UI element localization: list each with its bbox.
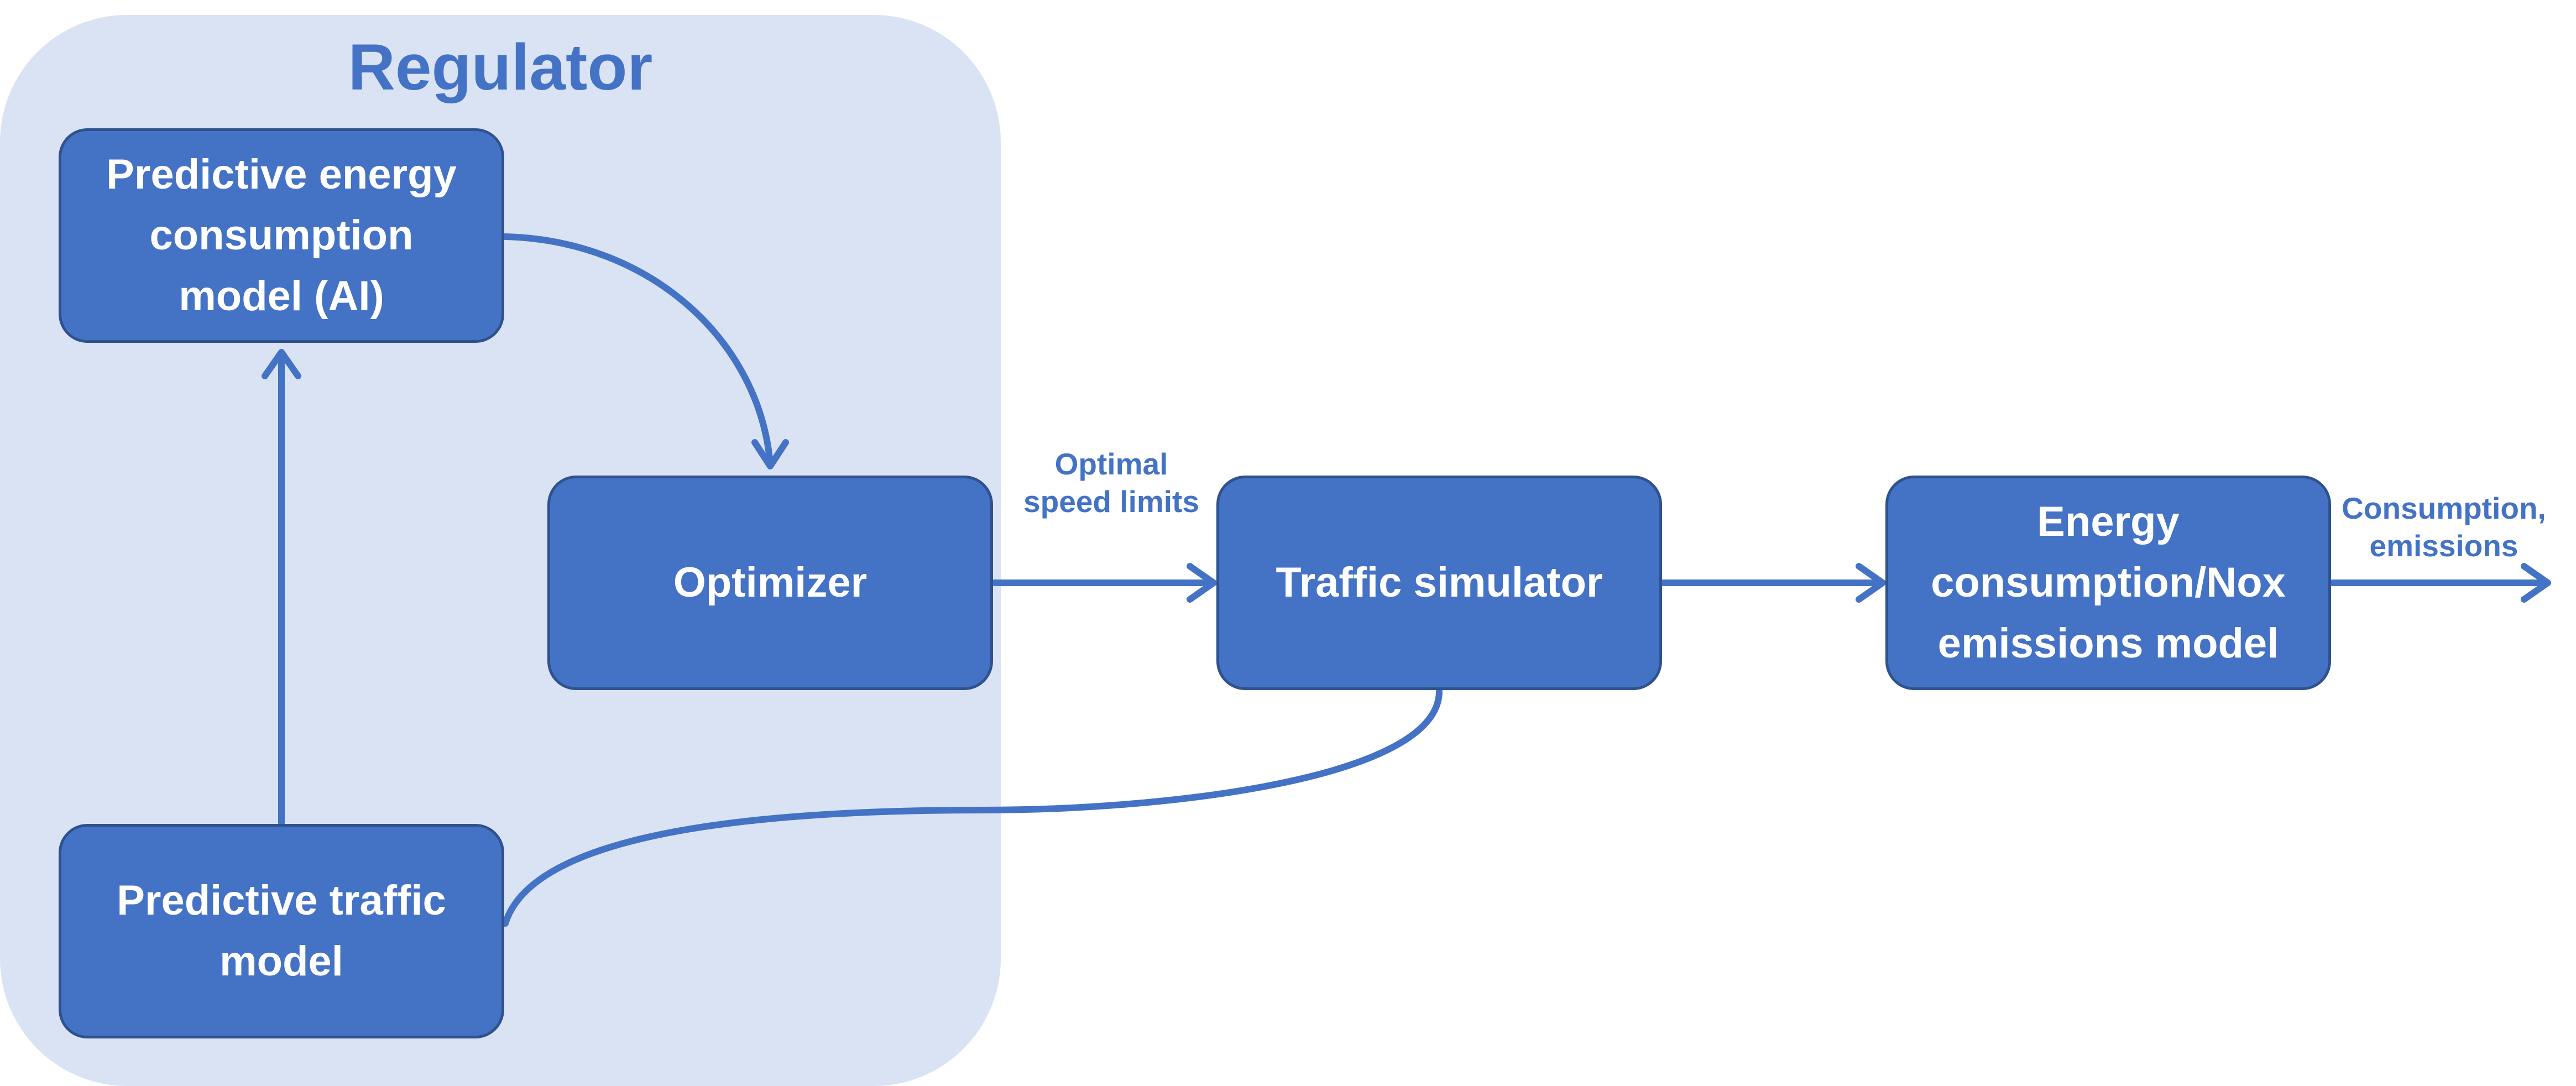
predictive-energy-model-label: Predictive energy consumption model (AI) xyxy=(106,151,457,320)
arrowhead-output xyxy=(2521,563,2551,603)
optimal-speed-limits-label: Optimal speed limits xyxy=(1023,447,1199,519)
consumption-emissions-label: Consumption, emissions xyxy=(2342,491,2546,563)
optimizer-node: Optimizer xyxy=(547,476,993,690)
optimizer-label: Optimizer xyxy=(673,559,868,606)
emissions-model-node: Energy consumption/Nox emissions model xyxy=(1885,476,2331,690)
predictive-traffic-model-label: Predictive traffic model xyxy=(117,877,446,985)
arrowhead-emissions xyxy=(1856,563,1886,603)
edge-energy-to-optimizer xyxy=(502,233,774,468)
arrowhead-optimizer xyxy=(751,439,789,469)
arrowhead-energy xyxy=(262,349,301,379)
edge-simulator-to-traffic-model xyxy=(502,688,1443,927)
emissions-model-label: Energy consumption/Nox emissions model xyxy=(1931,498,2286,667)
traffic-simulator-label: Traffic simulator xyxy=(1276,559,1603,606)
regulator-title: Regulator xyxy=(348,31,653,104)
traffic-simulator-node: Traffic simulator xyxy=(1216,476,1662,690)
predictive-traffic-model-node: Predictive traffic model xyxy=(59,824,504,1038)
predictive-energy-model-node: Predictive energy consumption model (AI) xyxy=(59,128,504,343)
arrowhead-simulator xyxy=(1187,563,1217,603)
